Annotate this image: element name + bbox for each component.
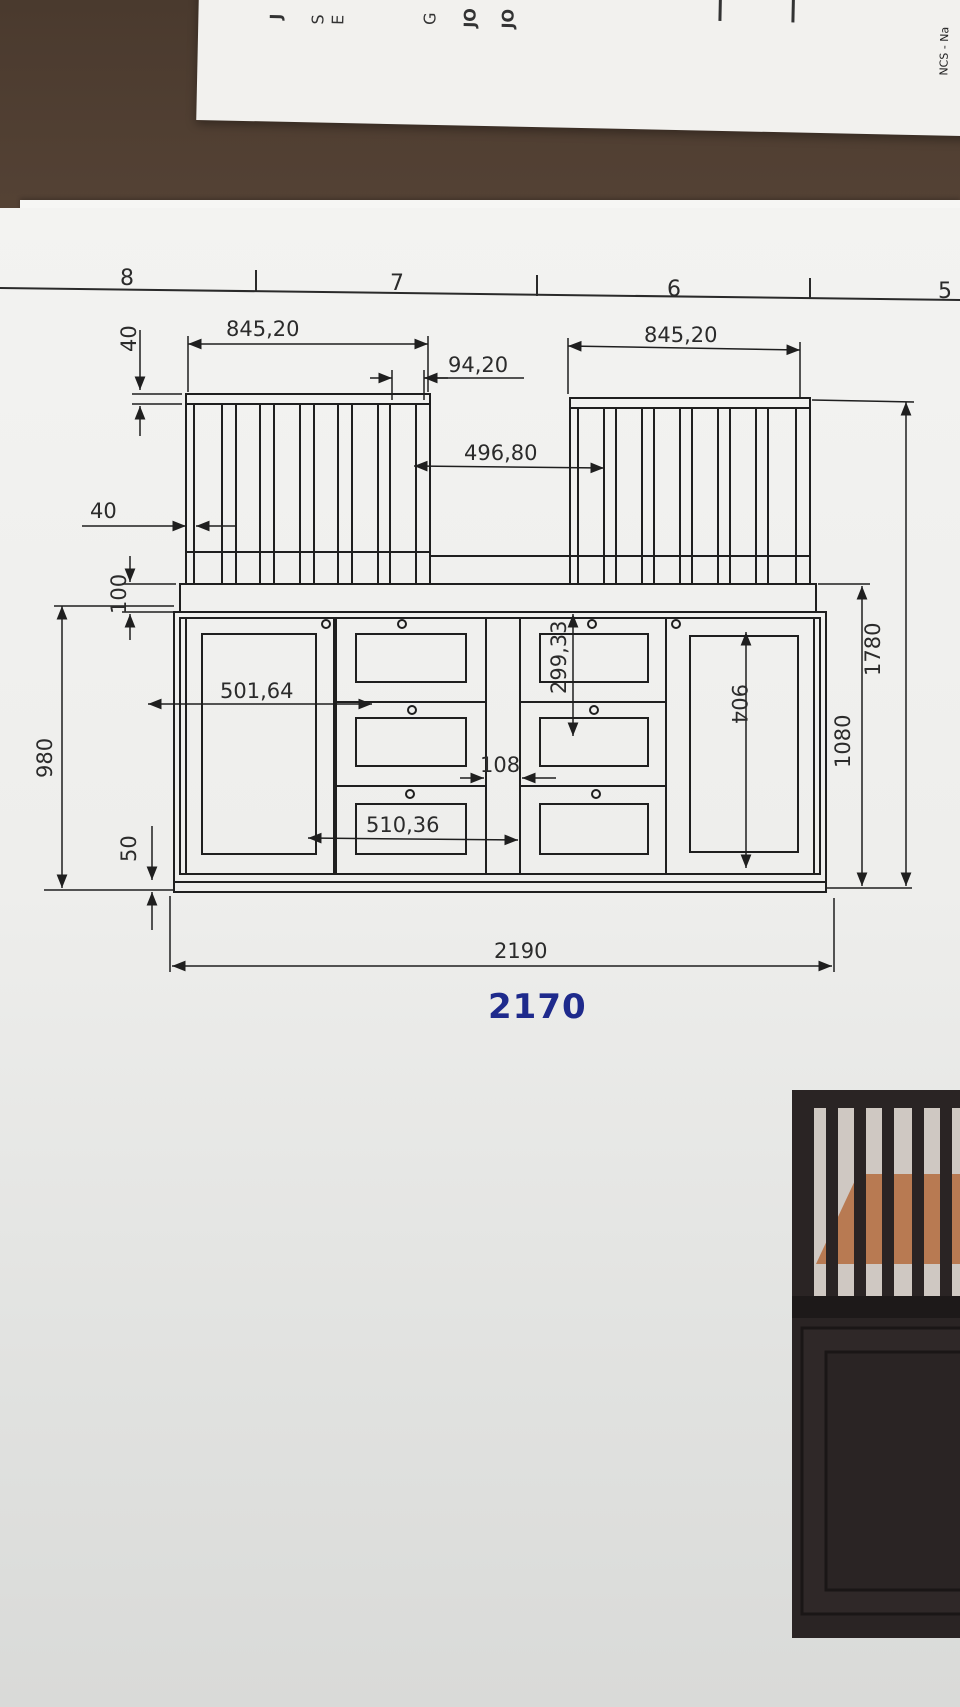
zone-number: 8 bbox=[120, 266, 134, 291]
dimension-label: 496,80 bbox=[464, 441, 537, 465]
drawer bbox=[335, 617, 487, 703]
dimension-label: 50 bbox=[117, 835, 141, 862]
drawer bbox=[519, 617, 667, 703]
dimension-label: 980 bbox=[33, 738, 57, 778]
dimension-label: 94,20 bbox=[448, 353, 508, 377]
cabinet-render-image bbox=[792, 1090, 960, 1638]
counter-top bbox=[179, 583, 817, 613]
handwritten-note: 2170 bbox=[488, 987, 587, 1027]
zone-number: 5 bbox=[938, 279, 952, 304]
left-upper-rack bbox=[185, 393, 431, 585]
dimension-label: 904 bbox=[727, 684, 751, 724]
dimension-label: 108 bbox=[480, 753, 520, 777]
sheet-border bbox=[0, 270, 960, 301]
dimension-label: 40 bbox=[117, 325, 141, 352]
lower-cabinet bbox=[173, 611, 827, 893]
knob-icons bbox=[321, 619, 681, 799]
dimension-label: 510,36 bbox=[366, 813, 439, 837]
dimension-label: 845,20 bbox=[644, 323, 717, 347]
zone-number: 6 bbox=[667, 277, 681, 302]
dimension-label: 845,20 bbox=[226, 317, 299, 341]
dimension-label: 40 bbox=[90, 499, 117, 523]
drawer bbox=[519, 785, 667, 875]
dimension-label: 1780 bbox=[861, 623, 885, 676]
dimension-label: 2190 bbox=[494, 939, 547, 963]
right-door bbox=[665, 617, 815, 875]
dimension-label: 1080 bbox=[831, 715, 855, 768]
right-upper-rack bbox=[569, 397, 811, 585]
dimension-label: 100 bbox=[107, 574, 131, 614]
cabinet-drawing bbox=[173, 393, 827, 893]
zone-number: 7 bbox=[390, 271, 404, 296]
dimension-lines bbox=[44, 330, 915, 972]
dimension-label: 299,33 bbox=[547, 621, 571, 694]
dimension-label: 501,64 bbox=[220, 679, 293, 703]
left-door bbox=[185, 617, 335, 875]
